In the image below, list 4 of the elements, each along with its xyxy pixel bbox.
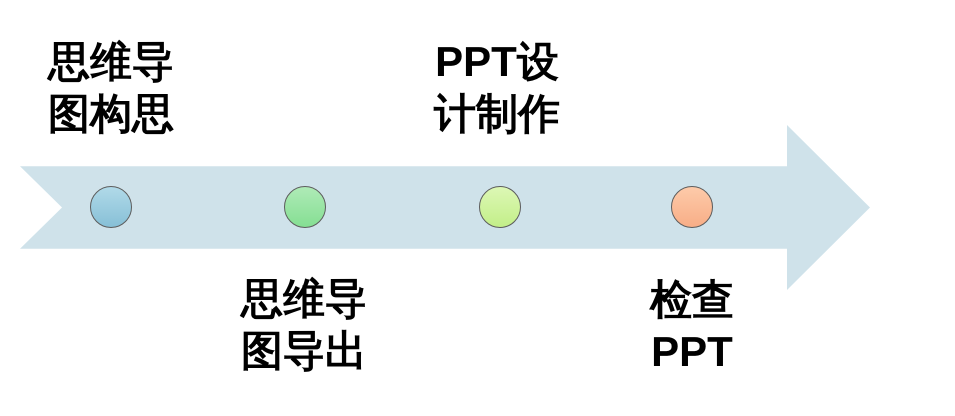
milestone-label: 思维导图构思	[46, 37, 175, 139]
milestone-label: PPT设计制作	[432, 37, 561, 139]
milestone-label: 思维导图导出	[238, 274, 368, 376]
milestone-label: 检查PPT	[648, 275, 735, 377]
